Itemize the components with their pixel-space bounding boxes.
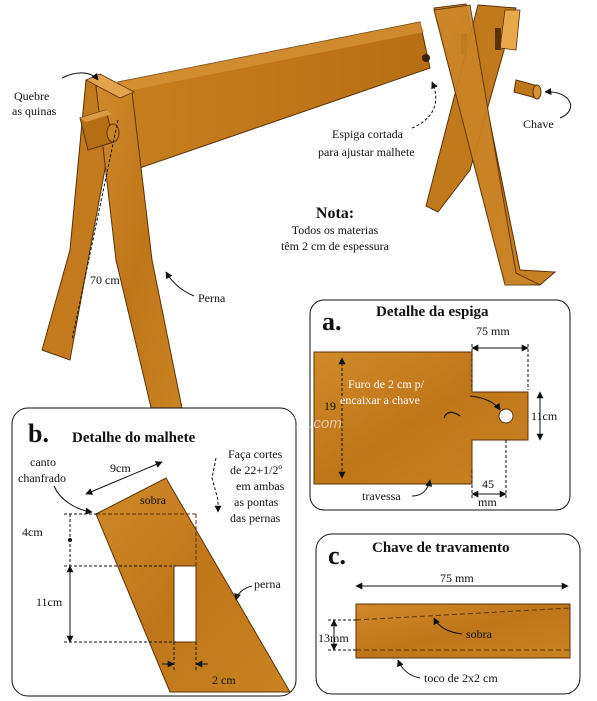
panel-a-45-mm: mm — [478, 495, 497, 509]
panel-c-letter: c. — [328, 541, 346, 570]
panel-b-perna: perna — [254, 577, 281, 591]
watermark: gizadomarceneiro.com — [190, 415, 342, 432]
panel-a-furo-2: encaixar a chave — [340, 393, 420, 407]
note-line-1: Todos os materias — [292, 223, 379, 237]
panel-c-13mm: 13mm — [318, 631, 349, 645]
panel-b-2cm: 2 cm — [212, 673, 236, 687]
panel-a-title: Detalhe da espiga — [376, 304, 489, 320]
key-hole — [498, 408, 514, 424]
label-quebre-1: Quebre — [14, 89, 49, 103]
panel-b-faca-2: de 22+1/2º — [230, 463, 282, 477]
panel-a: a. Detalhe da espiga 75 mm 19 11cm Furo … — [309, 299, 571, 511]
panel-b-faca-3: em ambas — [236, 479, 285, 493]
mortise-slot — [173, 565, 197, 643]
panel-a-letter: a. — [322, 307, 342, 336]
panel-c-title: Chave de travamento — [372, 540, 509, 556]
panel-c: c. Chave de travamento 75 mm 13mm sobra … — [315, 533, 581, 695]
panel-b-canto-2: chanfrado — [18, 471, 66, 485]
note-line-2: têm 2 cm de espessura — [281, 239, 390, 253]
panel-b-9cm: 9cm — [110, 461, 131, 475]
panel-b-faca-4: as pontas — [234, 495, 279, 509]
panel-a-furo-1: Furo de 2 cm p/ — [348, 377, 425, 391]
panel-b-title: Detalhe do malhete — [72, 430, 196, 446]
note-title: Nota: — [316, 205, 354, 222]
panel-b-faca-1: Faça cortes — [228, 447, 283, 461]
panel-b-faca-5: das pernas — [230, 511, 281, 525]
label-70cm: 70 cm — [90, 273, 120, 287]
panel-b-letter: b. — [28, 419, 49, 448]
locking-key-detached — [513, 79, 542, 100]
label-espiga-1: Espiga cortada — [332, 127, 404, 141]
locking-key-front — [106, 123, 120, 143]
panel-a-45: 45 — [482, 477, 494, 491]
panel-b: b. Detalhe do malhete 9cm canto chanfrad… — [11, 407, 297, 697]
panel-a-11cm: 11cm — [531, 409, 558, 423]
panel-c-toco: toco de 2x2 cm — [424, 671, 498, 685]
panel-c-sobra: sobra — [466, 627, 493, 641]
panel-b-4cm: 4cm — [22, 525, 43, 539]
dim-70cm-line — [71, 119, 119, 341]
sawhorse-illustration: 70 cm Quebre as quinas Chave Espiga cort… — [12, 3, 572, 421]
panel-c-75mm: 75 mm — [440, 571, 474, 585]
panel-b-11cm: 11cm — [36, 595, 63, 609]
back-right-leg-c — [433, 4, 541, 286]
label-chave: Chave — [523, 117, 554, 131]
panel-a-75mm: 75 mm — [476, 324, 510, 338]
label-perna: Perna — [198, 291, 226, 305]
panel-a-19: 19 — [324, 399, 336, 413]
label-espiga-2: para ajustar malhete — [318, 145, 415, 159]
panel-b-sobra: sobra — [140, 493, 167, 507]
panel-a-travessa: travessa — [362, 489, 401, 503]
key-stock — [355, 603, 571, 659]
crossbar-hole — [422, 54, 430, 62]
label-quebre-2: as quinas — [12, 104, 57, 118]
panel-b-canto-1: canto — [30, 455, 56, 469]
